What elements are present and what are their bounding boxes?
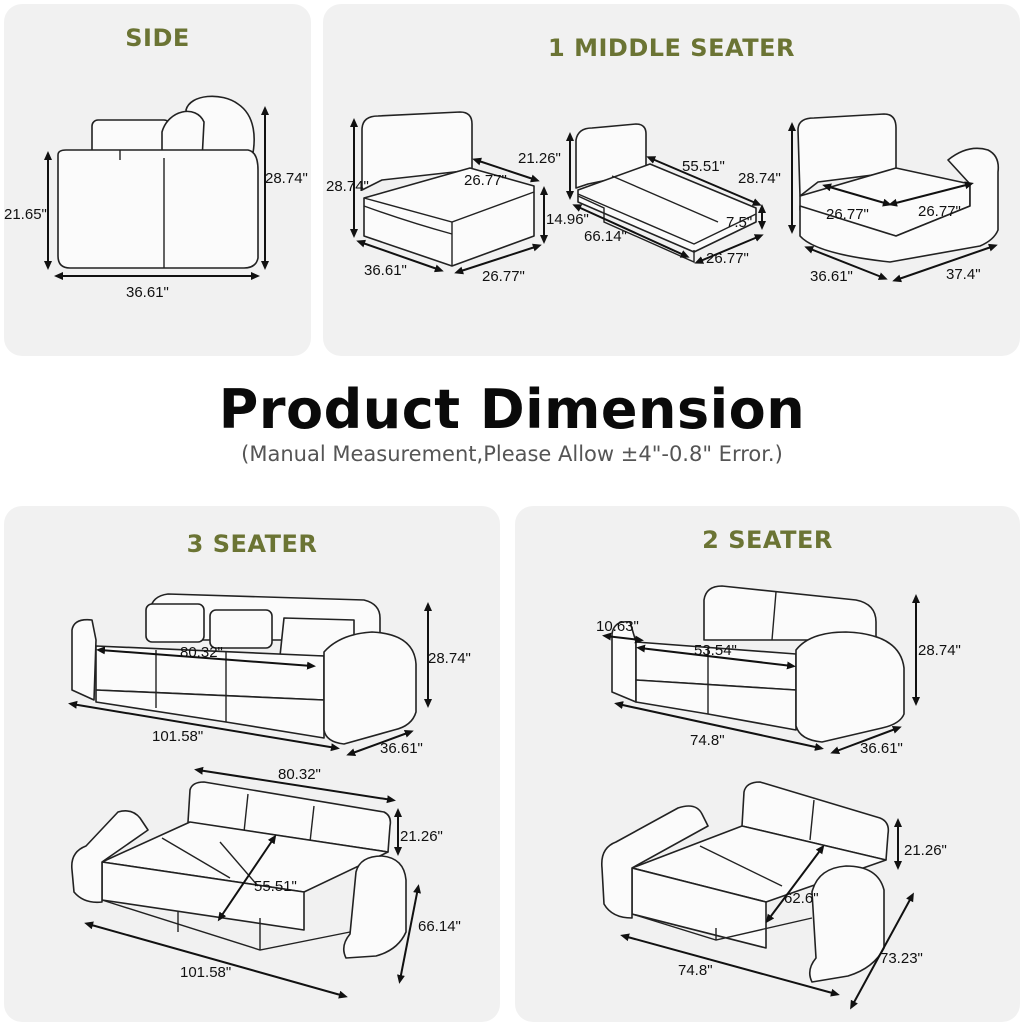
- middle-corner-height-label: 28.74": [738, 170, 781, 187]
- two-bed-length-label: 74.8": [678, 962, 713, 979]
- middle-corner-width-label: 37.4": [946, 266, 981, 283]
- middle-corner: [797, 113, 1000, 263]
- middle-chair: [361, 111, 535, 267]
- two-seater-sofa: [611, 585, 905, 743]
- middle-seat-width-label: 26.77": [464, 172, 507, 189]
- middle-chair-dims: [350, 118, 548, 275]
- three-seat-width-label: 80.32": [180, 644, 223, 661]
- two-depth-label: 36.61": [860, 740, 903, 757]
- middle-bed-dims: [566, 132, 766, 264]
- middle-bed-width-label: 26.77": [706, 250, 749, 267]
- three-bed-depth-label: 55.51": [254, 878, 297, 895]
- two-arm-width-label: 10.63": [596, 618, 639, 635]
- middle-bed-thickness-label: 7.5": [726, 214, 753, 231]
- three-bed-length-label: 101.58": [180, 964, 232, 981]
- side-height-label: 28.74": [265, 170, 308, 187]
- two-bed-depth-label: 62.6": [784, 890, 819, 907]
- side-seat-height-label: 21.65": [4, 206, 47, 223]
- two-height-label: 28.74": [918, 642, 961, 659]
- subtitle: (Manual Measurement,Please Allow ±4"-0.8…: [241, 442, 783, 466]
- two-seater-sofa-dims: [602, 594, 920, 754]
- three-seater-bed-dims: [84, 766, 421, 999]
- three-bed-height-label: 21.26": [400, 828, 443, 845]
- three-seater-bed: [70, 781, 407, 959]
- three-bed-total-depth-label: 66.14": [418, 918, 461, 935]
- two-bed-height-label: 21.26": [904, 842, 947, 859]
- three-seater-sofa: [71, 593, 417, 745]
- middle-back-height-label: 28.74": [326, 178, 369, 195]
- middle-bed-height-label: 21.26": [518, 150, 561, 167]
- middle-depth-label: 36.61": [364, 262, 407, 279]
- two-bed-total-depth-label: 73.23": [880, 950, 923, 967]
- middle-width-label: 26.77": [482, 268, 525, 285]
- side-panel-title: SIDE: [125, 24, 190, 52]
- three-seater-panel-title: 3 SEATER: [186, 530, 318, 558]
- middle-bed-length-top-label: 55.51": [682, 158, 725, 175]
- middle-corner-seat-b-label: 26.77": [918, 203, 961, 220]
- two-seater-bed: [600, 781, 890, 983]
- three-bed-top-width-label: 80.32": [278, 766, 321, 783]
- main-title: Product Dimension: [218, 378, 806, 441]
- middle-seater-panel-title: 1 MIDDLE SEATER: [548, 34, 795, 62]
- middle-bed-length-label: 66.14": [584, 228, 627, 245]
- three-height-label: 28.74": [428, 650, 471, 667]
- middle-corner-seat-a-label: 26.77": [826, 206, 869, 223]
- middle-seat-thickness-label: 14.96": [546, 211, 589, 228]
- middle-corner-dims: [788, 122, 998, 283]
- side-view-dims: [44, 106, 269, 280]
- two-seat-width-label: 53.54": [694, 642, 737, 659]
- three-seater-sofa-dims: [68, 602, 432, 757]
- three-depth-label: 36.61": [380, 740, 423, 757]
- three-length-label: 101.58": [152, 728, 204, 745]
- two-seater-bed-dims: [620, 818, 914, 1010]
- two-length-label: 74.8": [690, 732, 725, 749]
- side-view-sofa: [57, 95, 259, 269]
- middle-corner-depth-label: 36.61": [810, 268, 853, 285]
- two-seater-panel-title: 2 SEATER: [702, 526, 833, 554]
- side-depth-label: 36.61": [126, 284, 169, 301]
